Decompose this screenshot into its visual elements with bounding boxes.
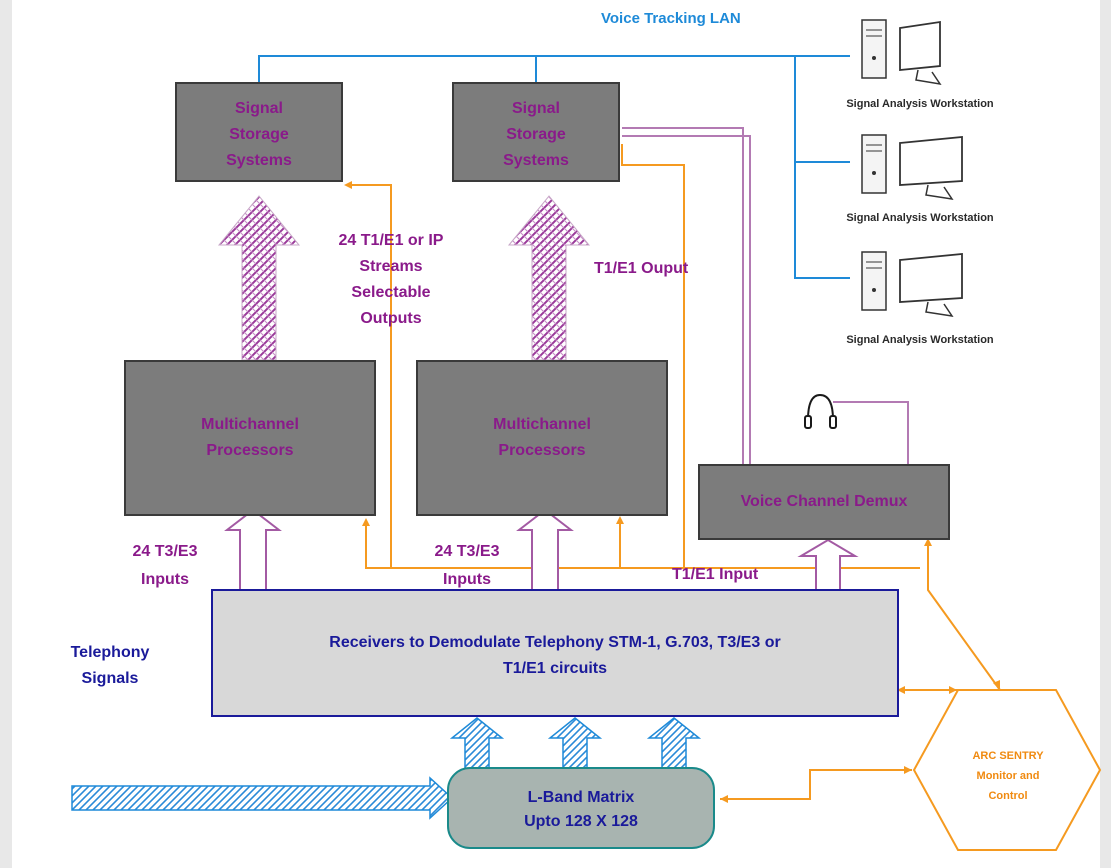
outputs-label: 24 T1/E1 or IP Streams Selectable Output…	[338, 232, 444, 327]
orange-arrowheads	[344, 181, 1000, 803]
workstation-icon-3	[861, 251, 963, 318]
inputs-label-2: 24 T3/E3 Inputs	[434, 543, 500, 588]
workstation-label-3: Signal Analysis Workstation	[846, 334, 994, 346]
workstation-label-2: Signal Analysis Workstation	[846, 212, 994, 224]
lband-matrix-label: L-Band Matrix Upto 128 X 128	[524, 789, 638, 830]
workstation-label-1: Signal Analysis Workstation	[846, 98, 994, 110]
matrix-output-arrows	[449, 717, 702, 771]
lband-matrix-box	[447, 767, 715, 849]
lan-lines	[258, 55, 850, 279]
processor-label-1: Multichannel Processors	[201, 416, 299, 459]
workstation-icon-2	[861, 134, 963, 201]
signal-storage-box-1	[175, 82, 343, 182]
lan-label: Voice Tracking LAN	[601, 10, 741, 27]
storage-label-2: Signal Storage Systems	[503, 100, 569, 169]
demux-label: Voice Channel Demux	[740, 493, 908, 510]
t1-input-label: T1/E1 Input	[672, 566, 759, 583]
processor-label-2: Multichannel Processors	[493, 416, 591, 459]
storage-label-1: Signal Storage Systems	[226, 100, 292, 169]
telephony-signals-label: Telephony Signals	[70, 644, 150, 687]
inputs-label-1: 24 T3/E3 Inputs	[132, 543, 198, 588]
purple-lines	[622, 127, 909, 464]
input-arrows	[224, 508, 859, 591]
receivers-box	[211, 589, 899, 717]
headphones-icon	[804, 393, 837, 429]
multichannel-processor-box-1	[124, 360, 376, 516]
t1-output-label: T1/E1 Ouput	[594, 260, 689, 277]
voice-channel-demux-box	[698, 464, 950, 540]
hatched-output-arrows	[217, 195, 591, 361]
workstation-icon-1	[861, 19, 942, 86]
receivers-label: Receivers to Demodulate Telephony STM-1,…	[329, 634, 781, 677]
arc-sentry-hexagon	[912, 689, 1102, 851]
input-arrow-lband	[71, 776, 454, 820]
multichannel-processor-box-2	[416, 360, 668, 516]
arc-sentry-label: ARC SENTRY Monitor and Control	[972, 750, 1044, 802]
signal-storage-box-2	[452, 82, 620, 182]
